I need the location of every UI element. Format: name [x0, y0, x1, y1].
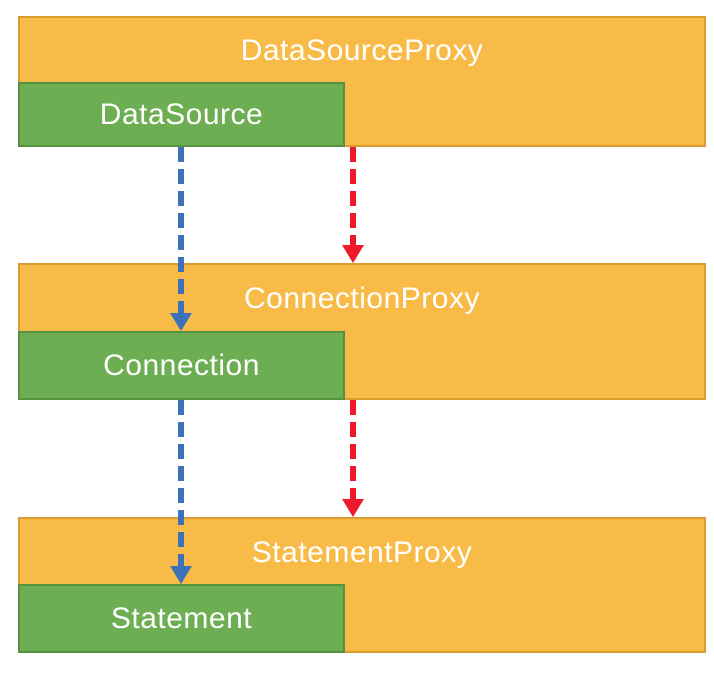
datasource-proxy-label: DataSourceProxy: [240, 34, 484, 67]
connection-label: Connection: [103, 348, 260, 382]
connection-proxy-label-band: ConnectionProxy: [20, 265, 704, 333]
red-dashed-line: [350, 400, 356, 499]
red-arrowhead-down-icon: [342, 499, 364, 517]
blue-arrowhead-down-icon: [170, 566, 192, 584]
blue-arrowhead-down-icon: [170, 313, 192, 331]
red-arrowhead-down-icon: [342, 245, 364, 263]
statement-proxy-label-band: StatementProxy: [20, 519, 704, 586]
statement-box: Statement: [18, 584, 345, 653]
statement-label: Statement: [110, 601, 253, 635]
connection-box: Connection: [18, 331, 345, 400]
blue-dashed-line: [178, 147, 184, 313]
connection-proxy-label: ConnectionProxy: [244, 282, 480, 315]
datasource-proxy-label-band: DataSourceProxy: [20, 18, 704, 84]
blue-dashed-line: [178, 400, 184, 566]
statement-proxy-label: StatementProxy: [251, 535, 473, 569]
datasource-box: DataSource: [18, 82, 345, 147]
datasource-label: DataSource: [99, 97, 264, 131]
connection-proxy-box: ConnectionProxy: [18, 263, 706, 400]
red-dashed-line: [350, 147, 356, 245]
